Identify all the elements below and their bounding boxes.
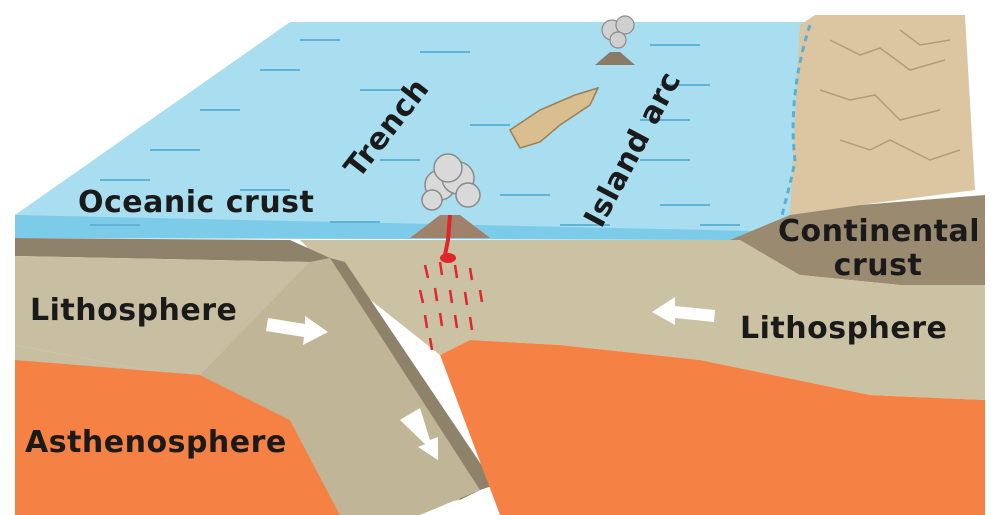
label-continental-crust-line2: crust	[778, 249, 978, 283]
label-continental-crust: Continental crust	[778, 215, 978, 283]
label-lithosphere-right: Lithosphere	[740, 314, 947, 344]
label-lithosphere-left: Lithosphere	[30, 296, 237, 326]
magma-chamber	[440, 253, 456, 263]
label-oceanic-crust: Oceanic crust	[78, 188, 314, 218]
continental-land-surface	[790, 15, 975, 215]
label-asthenosphere: Asthenosphere	[25, 428, 287, 458]
label-continental-crust-line1: Continental	[778, 215, 978, 249]
